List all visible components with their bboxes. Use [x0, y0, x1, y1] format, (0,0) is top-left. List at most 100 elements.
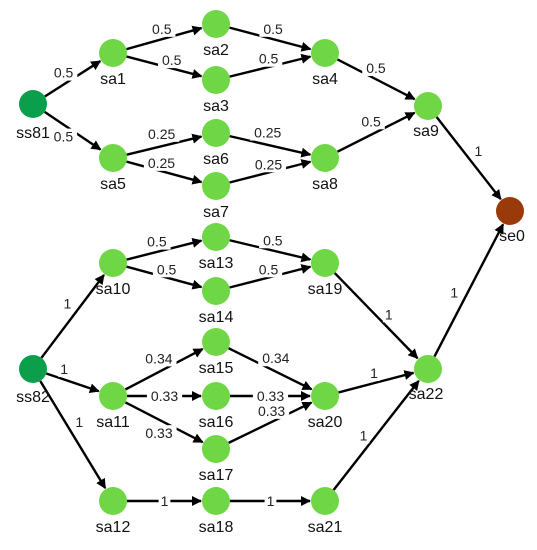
edge-label-background — [157, 52, 186, 69]
edge-weight-label: 0.5 — [263, 21, 283, 37]
edge-label-background — [146, 387, 183, 404]
node-label-sa2: sa2 — [203, 42, 229, 59]
node-sa5 — [99, 144, 127, 172]
edge-label-background — [362, 59, 390, 76]
edge-weight-label: 0.5 — [152, 21, 172, 37]
node-label-sa10: sa10 — [96, 281, 131, 298]
node-sa3 — [202, 66, 230, 94]
node-label-sa3: sa3 — [203, 98, 229, 115]
edge-weight-label: 0.25 — [148, 126, 175, 142]
edge-sa11-sa17 — [124, 401, 204, 444]
edge-weight-label: 0.5 — [54, 65, 74, 81]
edge-label-background — [58, 360, 71, 377]
edge-label-background — [49, 64, 78, 81]
node-label-ss82: ss82 — [16, 389, 50, 406]
edge-label-background — [254, 50, 283, 67]
node-label-sa8: sa8 — [312, 176, 338, 193]
nodes-layer: ss81sa1sa2sa3sa4sa5sa6sa7sa8sa9se0ss82sa… — [16, 10, 525, 536]
edge-label-background — [264, 493, 277, 509]
edge-weight-label: 0.5 — [259, 51, 279, 67]
edge-label-background — [368, 364, 380, 381]
edge-sa11-sa15 — [124, 347, 204, 391]
edge-label-background — [258, 350, 294, 367]
node-label-sa1: sa1 — [100, 71, 126, 88]
node-label-sa15: sa15 — [199, 360, 234, 377]
edge-sa4-sa9 — [336, 58, 416, 101]
edge-sa9-se0 — [435, 116, 502, 200]
node-sa4 — [311, 39, 339, 67]
edge-label-background — [357, 113, 385, 130]
edge-label-background — [357, 427, 370, 444]
edge-weight-label: 0.5 — [259, 261, 279, 277]
node-label-sa19: sa19 — [308, 281, 343, 298]
edge-sa10-sa13 — [126, 238, 203, 261]
node-sa10 — [99, 249, 127, 277]
node-label-sa11: sa11 — [96, 414, 130, 431]
node-label-sa14: sa14 — [199, 309, 234, 326]
node-sa16 — [202, 382, 230, 410]
edge-weight-label: 1 — [370, 365, 378, 381]
node-sa14 — [202, 277, 230, 305]
node-label-sa16: sa16 — [199, 414, 234, 431]
node-sa8 — [311, 144, 339, 172]
node-sa21 — [311, 487, 339, 515]
edge-label-background — [250, 124, 286, 141]
node-sa2 — [202, 10, 230, 38]
edge-ss82-sa11 — [45, 372, 100, 394]
node-sa1 — [99, 39, 127, 67]
node-label-sa12: sa12 — [96, 519, 131, 536]
node-label-sa13: sa13 — [199, 255, 234, 272]
node-sa12 — [99, 487, 127, 515]
edge-sa5-sa7 — [126, 160, 203, 185]
node-ss82 — [19, 355, 47, 383]
node-label-sa18: sa18 — [199, 519, 234, 536]
edge-label-background — [253, 402, 290, 419]
edge-weight-label: 0.5 — [366, 60, 386, 76]
edge-sa8-sa9 — [336, 111, 416, 153]
edge-label-background — [158, 493, 171, 509]
edge-weight-label: 0.33 — [258, 403, 285, 419]
edge-weight-label: 0.5 — [361, 113, 381, 129]
node-sa9 — [414, 92, 442, 120]
node-sa6 — [202, 119, 230, 147]
edge-label-background — [152, 261, 181, 278]
edge-weight-label: 0.5 — [157, 261, 177, 277]
edges-layer: 0.50.50.50.50.50.50.50.250.250.250.250.5… — [39, 20, 505, 509]
node-sa17 — [202, 435, 230, 463]
edge-label-background — [250, 156, 287, 173]
node-sa11 — [99, 382, 127, 410]
node-sa20 — [311, 382, 339, 410]
node-label-sa6: sa6 — [203, 151, 229, 168]
node-sa7 — [202, 172, 230, 200]
edge-weight-label: 1 — [60, 361, 68, 377]
edge-sa20-sa22 — [338, 370, 415, 394]
edge-label-background — [73, 414, 86, 431]
node-label-sa7: sa7 — [203, 204, 229, 221]
node-label-ss81: ss81 — [16, 125, 50, 142]
edge-label-background — [143, 154, 180, 171]
node-sa15 — [202, 328, 230, 356]
edge-label-background — [448, 284, 461, 301]
edge-weight-label: 1 — [64, 295, 72, 311]
edge-weight-label: 1 — [267, 493, 275, 509]
node-ss81 — [19, 90, 47, 118]
edge-label-background — [252, 387, 289, 404]
edge-weight-label: 0.34 — [262, 350, 289, 366]
edge-weight-label: 0.5 — [54, 129, 74, 145]
edge-label-background — [472, 143, 485, 160]
node-label-se0: se0 — [499, 228, 525, 245]
edge-label-background — [144, 125, 180, 142]
node-label-sa21: sa21 — [308, 519, 343, 536]
edge-label-background — [143, 233, 171, 250]
edge-weight-label: 1 — [475, 143, 483, 159]
edge-weight-label: 0.33 — [145, 425, 172, 441]
edge-label-background — [254, 261, 283, 278]
edge-sa17-sa20 — [228, 401, 313, 444]
node-label-sa20: sa20 — [308, 414, 343, 431]
edge-weight-label: 0.33 — [151, 388, 178, 404]
edge-label-background — [382, 306, 395, 323]
edge-weight-label: 1 — [385, 306, 393, 322]
edge-weight-label: 0.5 — [263, 232, 283, 248]
edge-sa21-sa22 — [332, 380, 420, 491]
